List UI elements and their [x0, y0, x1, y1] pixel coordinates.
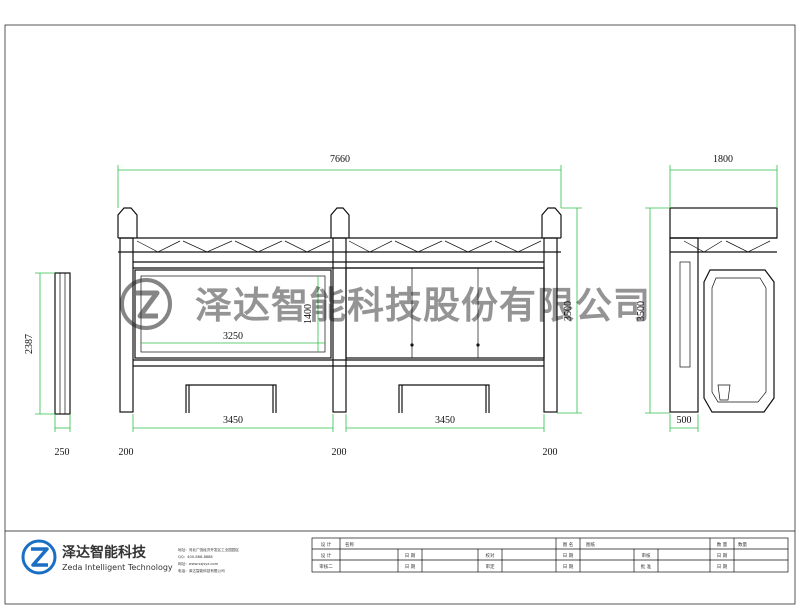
tb-cell: 设 计	[321, 552, 332, 559]
tb-cell: 名称	[345, 541, 354, 548]
tb-cell: 图 名	[563, 541, 573, 548]
tb-cell: 校对	[486, 552, 495, 559]
tb-cell: 设 计	[321, 541, 332, 548]
dim-bay-left: 3450	[223, 415, 243, 426]
tb-cell: 批 准	[641, 563, 652, 570]
tb-cell: 日 期	[405, 564, 416, 570]
finial-middle	[330, 207, 350, 238]
finial-right	[541, 207, 562, 238]
dim-post-c: 200	[543, 447, 558, 458]
tb-cell: 审核	[642, 552, 651, 559]
dim-bay-right: 3450	[435, 415, 455, 426]
dim-panel-height: 2387	[24, 334, 35, 354]
tb-cell: 日 期	[717, 564, 728, 570]
company-logo-icon	[21, 539, 57, 575]
finial-left	[117, 207, 138, 238]
tb-cell: 日 期	[405, 553, 416, 559]
display-frame-outer	[134, 269, 332, 359]
bench-left	[185, 384, 277, 413]
company-name-en: Zeda Intelligent Technology	[62, 563, 173, 572]
side-roof-cap	[669, 207, 778, 239]
tb-cell: 审核二	[319, 563, 333, 570]
side-display-outer	[703, 269, 775, 413]
company-name-cn: 泽达智能科技	[62, 544, 147, 561]
bench-right	[398, 384, 490, 413]
watermark-logo-icon	[120, 278, 172, 330]
dimension-lines	[35, 165, 778, 432]
dim-post-left: 250	[55, 447, 70, 458]
dim-side-depth: 1800	[713, 154, 733, 165]
side-post	[669, 237, 699, 413]
title-block: 泽达智能科技 Zeda Intelligent Technology 地址：河北…	[21, 537, 789, 575]
dim-post-a: 200	[119, 447, 134, 458]
dim-display-width: 3250	[223, 331, 243, 342]
dim-total-width: 7660	[330, 154, 350, 165]
watermark	[120, 278, 172, 330]
contact-line: 地址：河北广饶经济开发区工业园园区	[178, 547, 239, 552]
tb-cell: 日 期	[717, 553, 728, 559]
tb-cell: 数量	[738, 541, 747, 548]
dim-display-height: 1400	[303, 304, 314, 324]
contact-line: 网址：www.sxjsyz.com	[178, 561, 219, 566]
dim-overall-height: 3500	[563, 301, 574, 321]
dim-post-b: 200	[332, 447, 347, 458]
contact-line: 电话：泽达智能科技有限公司	[178, 568, 225, 573]
side-panel-section	[54, 272, 71, 415]
dim-side-height: 3500	[636, 301, 647, 321]
contact-line: QQ：400-866-8888	[178, 555, 213, 559]
watermark-text: 泽达智能科技股份有限公司	[195, 284, 651, 327]
glass-panel-area	[345, 267, 545, 359]
dim-side-base: 500	[677, 415, 692, 426]
tb-cell: 审定	[486, 563, 495, 570]
tb-cell: 日 期	[563, 553, 574, 559]
sheet-border	[4, 24, 796, 605]
tb-cell: 日 期	[563, 564, 574, 570]
tb-cell: 图纸	[586, 541, 595, 548]
tb-cell: 数 量	[717, 541, 728, 548]
side-elevation	[669, 207, 778, 413]
